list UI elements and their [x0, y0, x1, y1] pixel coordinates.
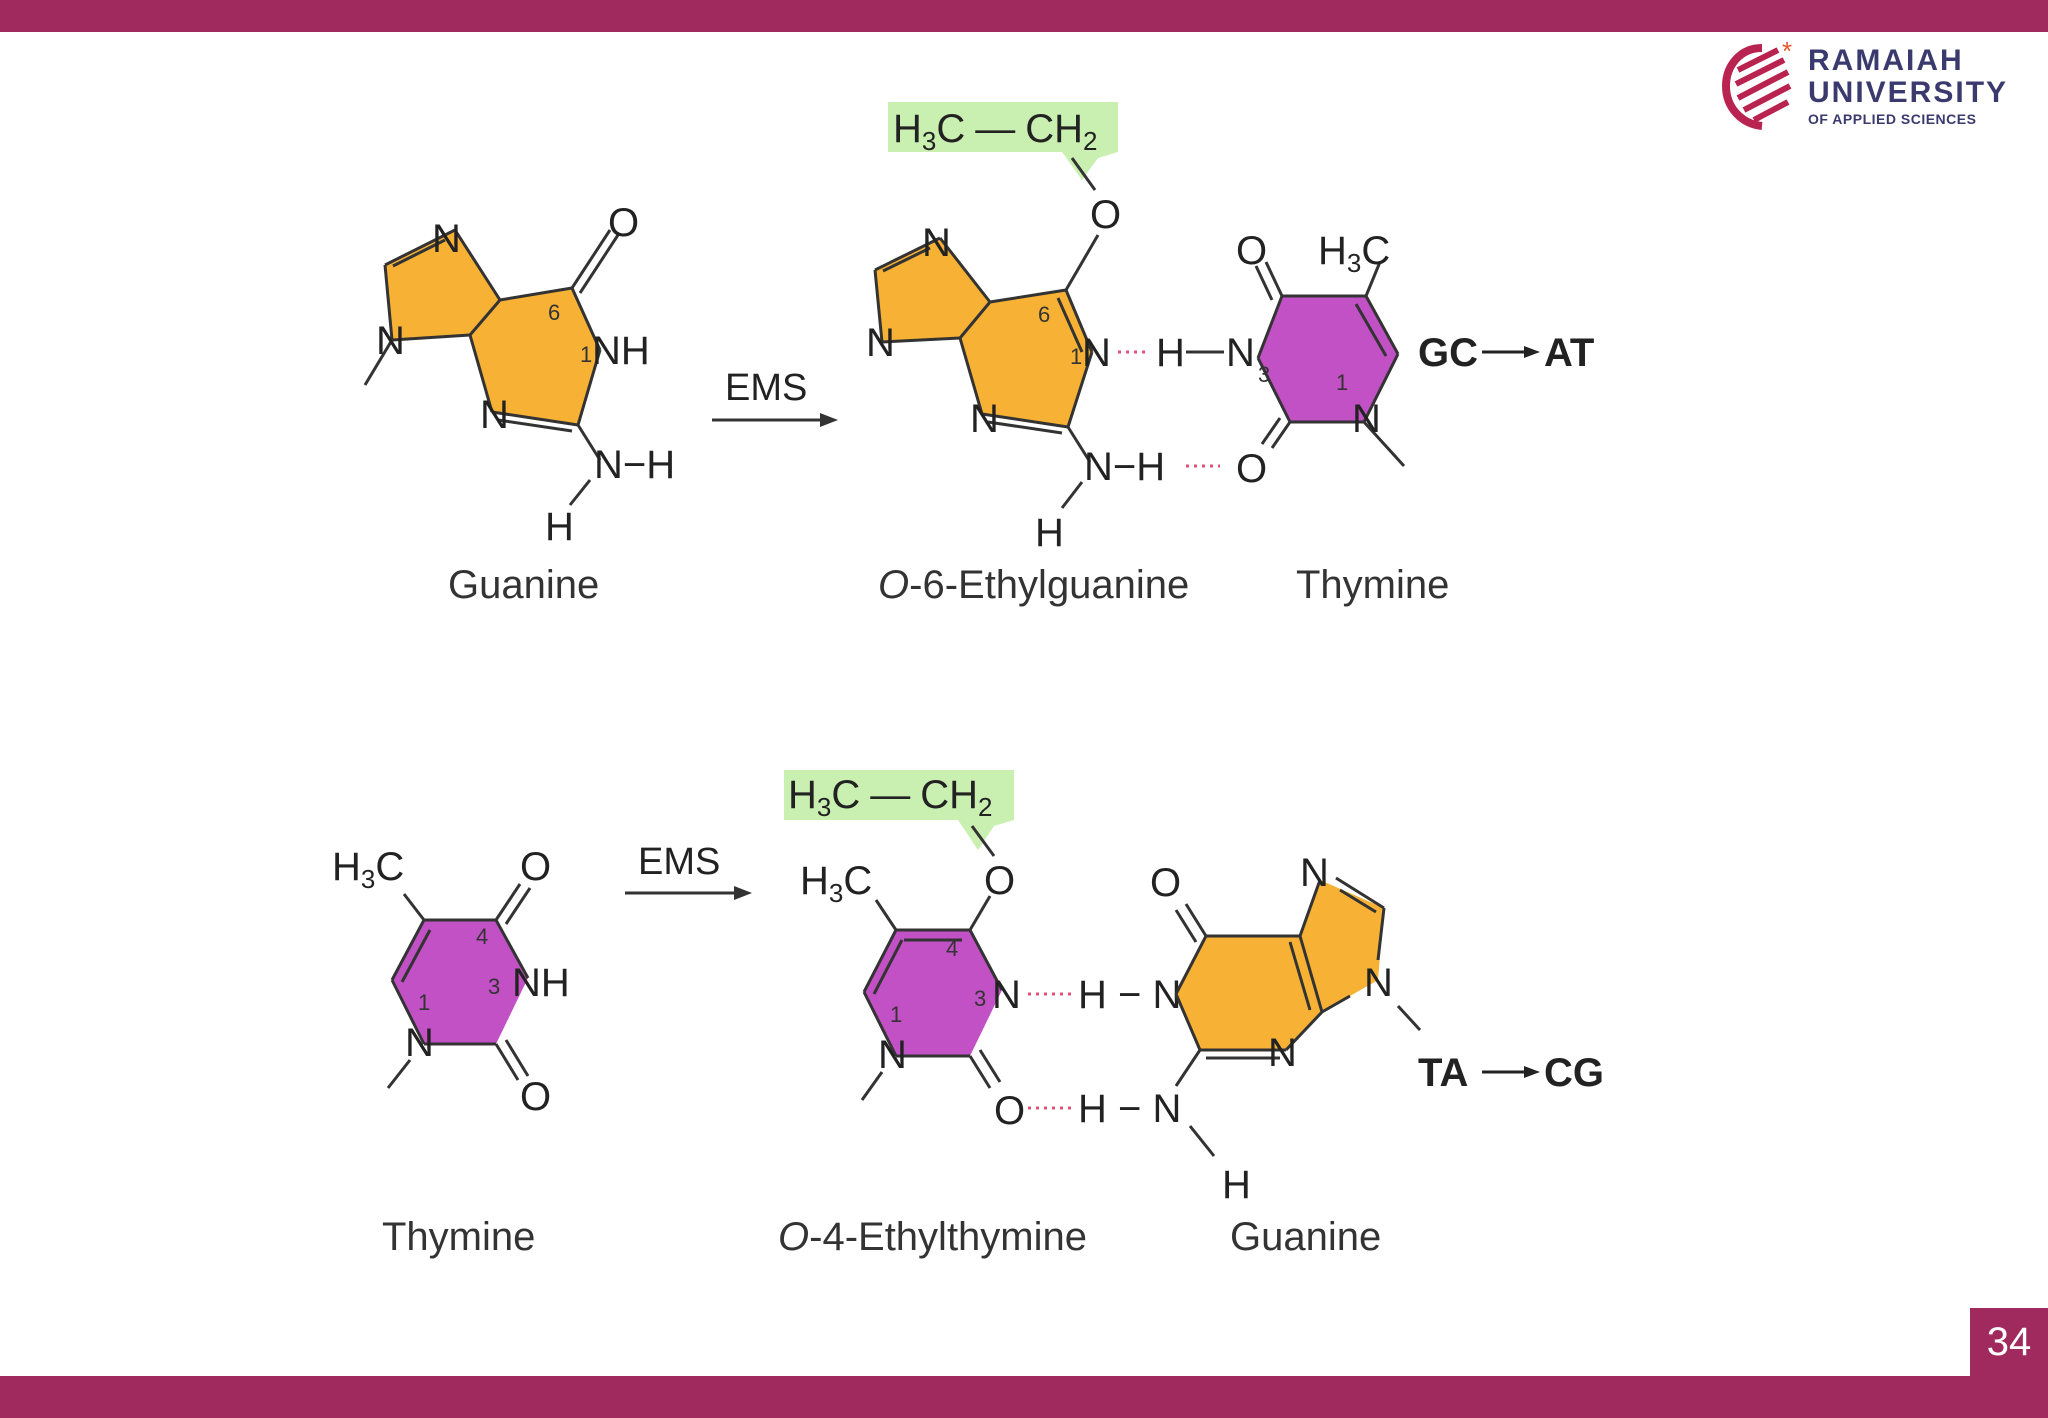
caption-guanine: Guanine: [448, 563, 599, 607]
atom-n: N: [1082, 331, 1111, 375]
caption-product: O-6-Ethylguanine: [878, 563, 1189, 607]
atom-n: N: [1352, 397, 1381, 441]
o4-ethylthymine: [860, 895, 1004, 1101]
ring-number: 3: [488, 974, 500, 999]
o6-ethylguanine: [873, 234, 1100, 509]
reagent-label: EMS: [638, 841, 720, 883]
atom-nh: NH: [512, 961, 570, 1005]
atom-n: N: [970, 397, 999, 441]
guanine-partner: [1174, 876, 1422, 1157]
atom-n: N: [432, 217, 461, 261]
methyl-group: H3C: [1318, 229, 1390, 278]
ring-number: 6: [1038, 302, 1050, 327]
arrow-head-icon: [1524, 1066, 1540, 1078]
ring-number: 4: [946, 936, 958, 961]
thymine-reactant: [386, 883, 532, 1089]
ring-number: 1: [418, 990, 430, 1015]
arrow-head-icon: [1524, 346, 1540, 358]
atom-n: N: [866, 321, 895, 365]
atom-o: O: [1236, 229, 1267, 273]
atom-h: H: [1156, 331, 1185, 375]
top-accent-bar: [0, 0, 2048, 32]
logo-line-1: RAMAIAH: [1808, 44, 1964, 77]
bond: [1070, 157, 1097, 191]
atom-o: O: [984, 859, 1015, 903]
mutation-to: CG: [1544, 1051, 1604, 1095]
methyl-group: H3C: [332, 845, 404, 894]
caption-product: O-4-Ethylthymine: [778, 1215, 1087, 1259]
atom-o: O: [1236, 447, 1267, 491]
atom-o: O: [1090, 193, 1121, 237]
caption-thymine: Thymine: [382, 1215, 535, 1259]
atom-h-n: H − N: [1078, 973, 1181, 1017]
atom-n: N: [1300, 851, 1329, 895]
ring-number: 3: [1258, 362, 1270, 387]
atom-o: O: [520, 1075, 551, 1119]
logo-line-3: OF APPLIED SCIENCES: [1808, 111, 1977, 127]
atom-n: N: [878, 1033, 907, 1077]
svg-text:*: *: [1782, 40, 1792, 66]
ethyl-group: H3C—CH2: [893, 107, 1098, 156]
mutation-to: AT: [1544, 331, 1594, 375]
arrow-head-icon: [820, 413, 838, 427]
thymine-partner: [1254, 261, 1406, 468]
ring-number: 6: [548, 300, 560, 325]
caption-thymine: Thymine: [1296, 563, 1449, 607]
reagent-label: EMS: [725, 367, 807, 409]
page-number: 34: [1970, 1308, 2048, 1376]
caption-guanine: Guanine: [1230, 1215, 1381, 1259]
atom-n: N: [405, 1021, 434, 1065]
atom-o: O: [520, 845, 551, 889]
ring-number: 4: [476, 924, 488, 949]
ring-number: 1: [1336, 370, 1348, 395]
mutation-from: GC: [1418, 331, 1478, 375]
atom-h-n: H − N: [1078, 1087, 1181, 1131]
logo-line-2: UNIVERSITY: [1808, 76, 2009, 109]
atom-h: H: [1035, 511, 1064, 555]
atom-n: N: [1268, 1031, 1297, 1075]
atom-n-h: N−H: [1084, 445, 1165, 489]
university-logo: * RAMAIAH UNIVERSITY OF APPLIED SCIENCES: [1721, 36, 2022, 132]
ethyl-highlight: [784, 770, 1014, 850]
atom-n: N: [1226, 331, 1255, 375]
ring-number: 3: [974, 986, 986, 1011]
atom-nh: NH: [592, 329, 650, 373]
ring-number: 1: [890, 1002, 902, 1027]
atom-o: O: [994, 1089, 1025, 1133]
bottom-accent-bar: [0, 1376, 2048, 1418]
ethyl-highlight: [888, 102, 1118, 180]
ethyl-group: H3C—CH2: [788, 773, 993, 822]
atom-n: N: [376, 319, 405, 363]
bond: [970, 825, 996, 857]
atom-n-h: N−H: [594, 443, 675, 487]
atom-h: H: [1222, 1163, 1251, 1207]
atom-n: N: [480, 393, 509, 437]
atom-n: N: [992, 973, 1021, 1017]
ring-number: 1: [580, 342, 592, 367]
ring-number: 1: [1070, 344, 1082, 369]
atom-n: N: [922, 221, 951, 265]
arrow-head-icon: [734, 886, 752, 900]
atom-n: N: [1364, 961, 1393, 1005]
mutation-from: TA: [1418, 1051, 1468, 1095]
atom-h: H: [545, 505, 574, 549]
atom-o: O: [1150, 861, 1181, 905]
logo-emblem-icon: *: [1721, 36, 1792, 130]
methyl-group: H3C: [800, 859, 872, 908]
guanine-reactant: [363, 228, 620, 506]
atom-o: O: [608, 201, 639, 245]
